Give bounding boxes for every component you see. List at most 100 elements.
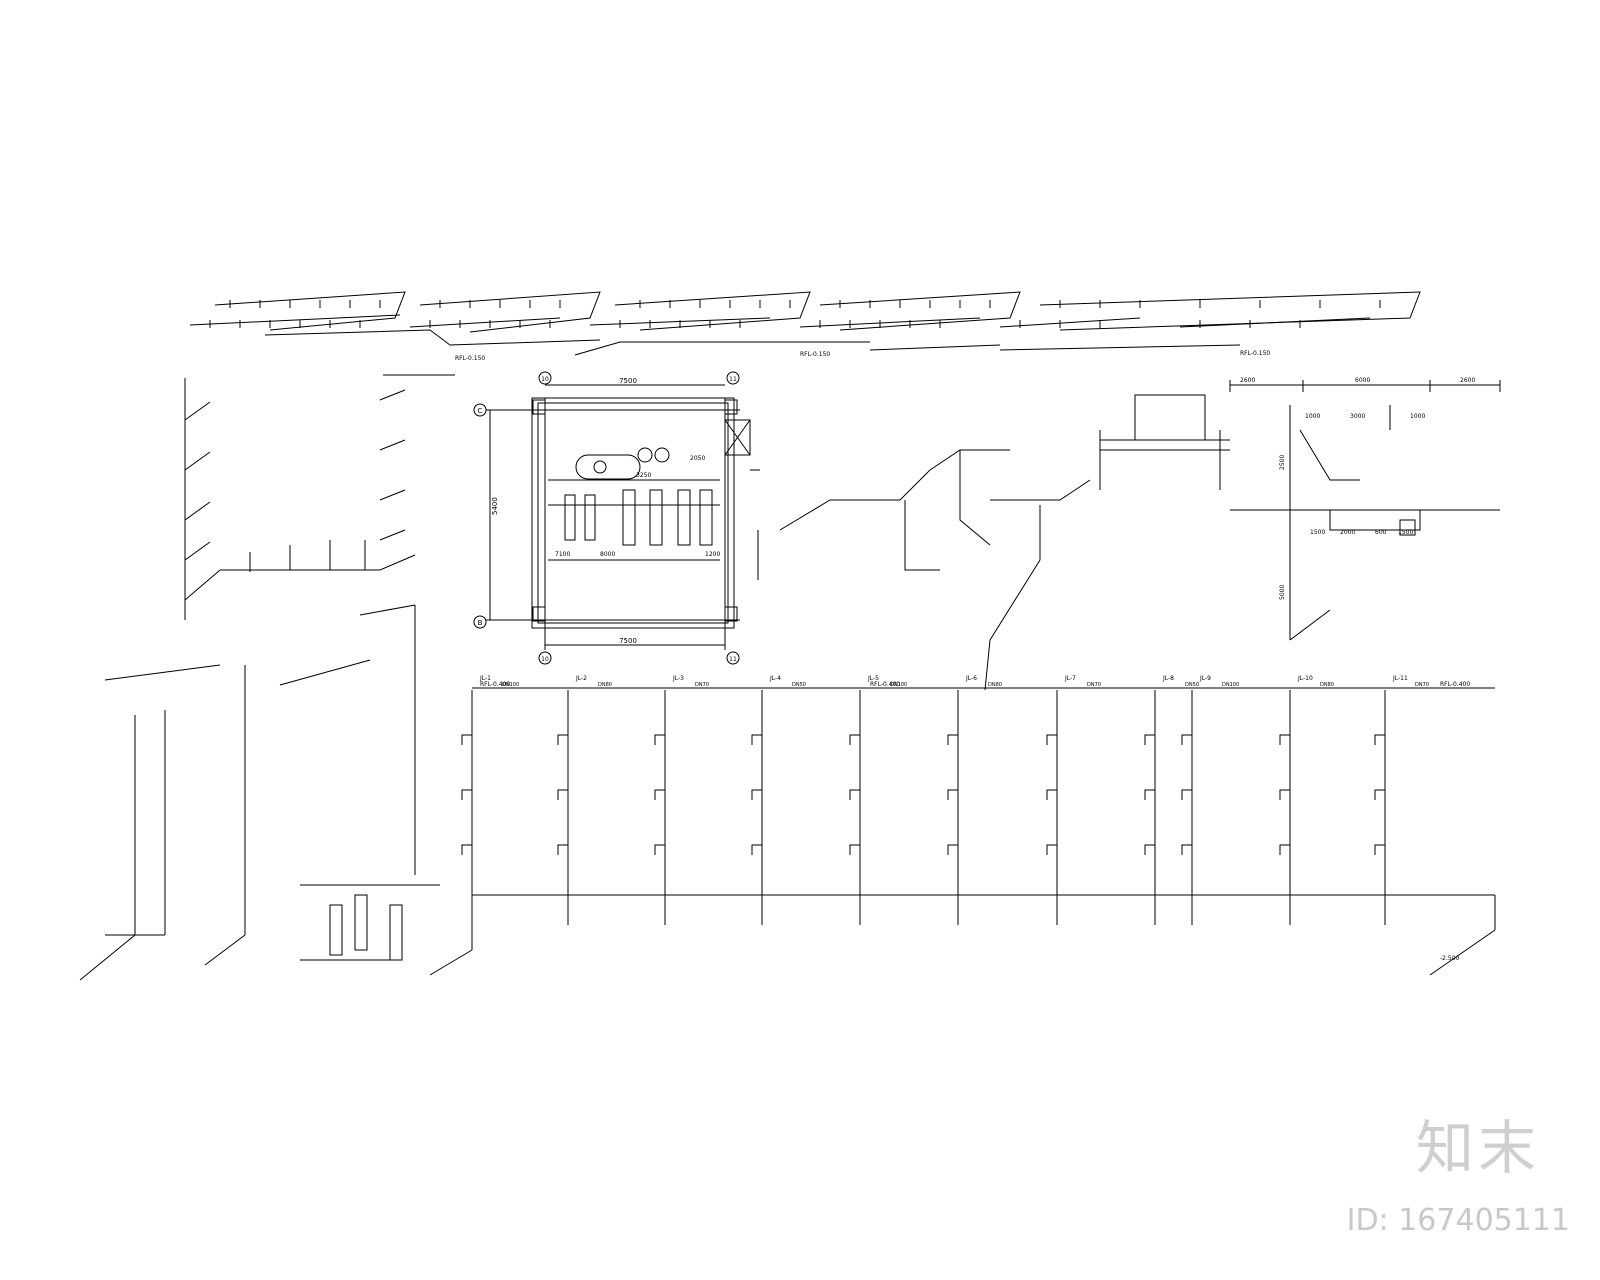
- detail-dim: 1000: [1305, 413, 1320, 420]
- dim-bottom: 7500: [619, 637, 637, 645]
- branch-fitting: [948, 845, 958, 855]
- dim-inner: 8000: [600, 551, 615, 558]
- watermark-logo: 知末: [1415, 1114, 1540, 1182]
- dim-inner: 2050: [690, 455, 705, 462]
- detail-dim: 1000: [1410, 413, 1425, 420]
- top-pipe-runs: [190, 291, 1421, 356]
- detail-dim: 1500: [1310, 529, 1325, 536]
- branch-fitting: [558, 790, 568, 800]
- branch-fitting: [462, 790, 472, 800]
- detail-dim: 6000: [1355, 377, 1370, 384]
- axis-10-bottom: 10: [541, 656, 549, 663]
- riser-label: JL-2: [575, 675, 587, 682]
- dim-inner: 7100: [555, 551, 570, 558]
- branch-fitting: [1047, 845, 1057, 855]
- watermark-id: ID: 167405111: [1346, 1203, 1570, 1238]
- riser-label: JL-1: [479, 675, 491, 682]
- branch-fitting: [1280, 845, 1290, 855]
- pipe-size-label: DN80: [988, 682, 1002, 688]
- riser-label: JL-7: [1064, 675, 1076, 682]
- axis-11-top: 11: [729, 376, 737, 383]
- elevation-label: RFL-0.400: [480, 681, 510, 688]
- branch-fitting: [752, 790, 762, 800]
- branch-fitting: [1047, 735, 1057, 745]
- hot-water-grid: [430, 688, 1495, 975]
- pipe-size-label: DN70: [1415, 682, 1429, 688]
- labels: 7500 7500 5400 10 11 10 11 C B 3250 2050…: [455, 350, 1475, 962]
- riser-label: JL-5: [867, 675, 879, 682]
- elevation-label: RFL-0.150: [455, 355, 485, 362]
- branch-fitting: [948, 735, 958, 745]
- axis-11-bottom: 11: [729, 656, 737, 663]
- branch-fitting: [1145, 790, 1155, 800]
- branch-fitting: [1047, 790, 1057, 800]
- pipe-size-label: DN100: [890, 682, 907, 688]
- detail-dim: 600: [1375, 529, 1387, 536]
- pipe-size-label: DN50: [1185, 682, 1199, 688]
- pipe-size-label: DN80: [1320, 682, 1334, 688]
- riser-label: JL-10: [1297, 675, 1313, 682]
- dim-top: 7500: [619, 377, 637, 385]
- equipment-room-plan: [474, 372, 760, 664]
- axis-c: C: [478, 407, 483, 415]
- middle-slope-pipes: [779, 430, 1230, 691]
- pipe-size-label: DN80: [598, 682, 612, 688]
- branch-fitting: [558, 735, 568, 745]
- left-riser-diagram: [185, 375, 455, 620]
- pipe-size-label: DN100: [1222, 682, 1239, 688]
- riser-label: JL-6: [965, 675, 977, 682]
- branch-fitting: [948, 790, 958, 800]
- branch-fitting: [1280, 735, 1290, 745]
- branch-fitting: [1375, 790, 1385, 800]
- dim-inner: 1200: [705, 551, 720, 558]
- elevation-label: RFL-0.150: [1240, 350, 1270, 357]
- axis-10-top: 10: [541, 376, 549, 383]
- branch-fitting: [462, 845, 472, 855]
- bottom-left-risers: [80, 605, 440, 980]
- riser-label: JL-4: [769, 675, 781, 682]
- pipe-size-label: DN50: [792, 682, 806, 688]
- branch-fitting: [1375, 845, 1385, 855]
- detail-dim: 1500: [1398, 529, 1413, 536]
- branch-fitting: [655, 735, 665, 745]
- branch-fitting: [850, 845, 860, 855]
- branch-fitting: [752, 845, 762, 855]
- branch-fitting: [1182, 790, 1192, 800]
- branch-fitting: [1145, 735, 1155, 745]
- branch-fitting: [752, 735, 762, 745]
- dim-inner: 3250: [636, 472, 651, 479]
- elevation-label: RFL-0.400: [870, 681, 900, 688]
- elevation-label: RFL-0.400: [1440, 681, 1470, 688]
- branch-fitting: [1182, 735, 1192, 745]
- branch-fitting: [1280, 790, 1290, 800]
- branch-fitting: [1182, 845, 1192, 855]
- branch-fitting: [655, 790, 665, 800]
- detail-dim: 2500: [1279, 455, 1286, 470]
- elevation-label: RFL-0.150: [800, 351, 830, 358]
- detail-dim: 2000: [1340, 529, 1355, 536]
- riser-label: JL-9: [1199, 675, 1211, 682]
- pipe-size-label: DN100: [502, 682, 519, 688]
- pipe-size-label: DN70: [1087, 682, 1101, 688]
- branch-fitting: [1145, 845, 1155, 855]
- pipe-size-label: DN70: [695, 682, 709, 688]
- detail-dim: 5000: [1279, 585, 1286, 600]
- branch-fitting: [850, 735, 860, 745]
- branch-fitting: [558, 845, 568, 855]
- axis-b: B: [478, 619, 483, 627]
- riser-label: JL-11: [1392, 675, 1408, 682]
- riser-label: JL-3: [672, 675, 684, 682]
- detail-dim: 2600: [1240, 377, 1255, 384]
- branch-fitting: [655, 845, 665, 855]
- branch-fitting: [850, 790, 860, 800]
- branch-fitting: [462, 735, 472, 745]
- detail-dim: 3000: [1350, 413, 1365, 420]
- dim-side: 5400: [491, 497, 499, 515]
- bottom-elevation: -2.500: [1440, 955, 1460, 962]
- riser-label: JL-8: [1162, 675, 1174, 682]
- right-section-detail: [1135, 380, 1500, 640]
- branch-fitting: [1375, 735, 1385, 745]
- detail-dim: 2600: [1460, 377, 1475, 384]
